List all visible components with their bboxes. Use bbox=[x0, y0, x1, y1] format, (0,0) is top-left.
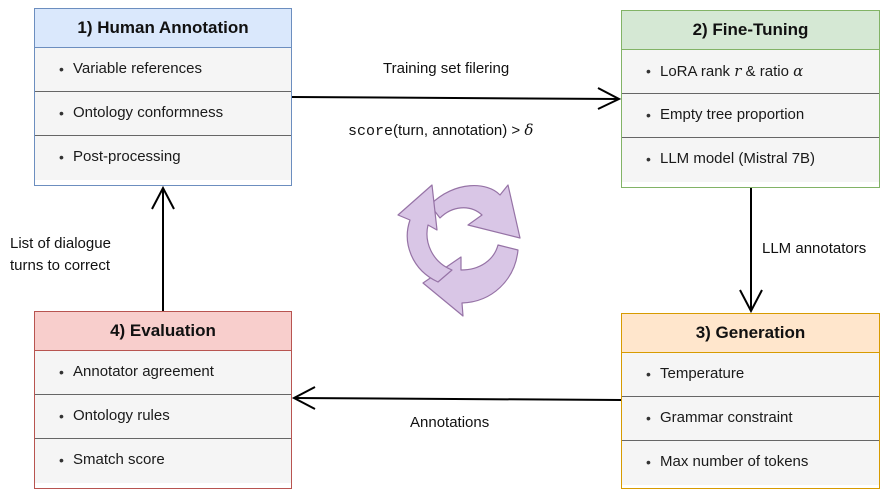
alpha-symbol: α bbox=[793, 62, 804, 80]
human-annotation-title: 1) Human Annotation bbox=[35, 9, 291, 48]
cycle-icon bbox=[397, 184, 521, 317]
arrow-finetuning-to-generation bbox=[739, 188, 763, 314]
list-item: Ontology rules bbox=[35, 395, 291, 439]
arrow-evaluation-to-annotation bbox=[151, 185, 175, 311]
list-item: LoRA rank r & ratio α bbox=[622, 50, 879, 94]
evaluation-title: 4) Evaluation bbox=[35, 312, 291, 351]
edge-label-llm-annotators: LLM annotators bbox=[762, 240, 867, 257]
rank-symbol: r bbox=[734, 62, 742, 80]
edge-label-line: List of dialogue bbox=[10, 235, 111, 252]
ratio-label: & ratio bbox=[741, 63, 794, 80]
list-item: Post-processing bbox=[35, 136, 291, 180]
fine-tuning-list: LoRA rank r & ratio α Empty tree proport… bbox=[622, 50, 879, 182]
edge-label-annotations: Annotations bbox=[410, 414, 490, 431]
delta-symbol: δ bbox=[524, 121, 534, 139]
human-annotation-box: 1) Human Annotation Variable references … bbox=[34, 8, 292, 186]
list-item: LLM model (Mistral 7B) bbox=[622, 138, 879, 182]
list-item: Max number of tokens bbox=[622, 441, 879, 485]
edge-label-line: turns to correct bbox=[10, 257, 111, 274]
generation-title: 3) Generation bbox=[622, 314, 879, 353]
list-item: Ontology conformness bbox=[35, 92, 291, 136]
evaluation-list: Annotator agreement Ontology rules Smatc… bbox=[35, 351, 291, 483]
score-function: score bbox=[348, 123, 394, 140]
edge-label-dialogue-turns: List of dialogue turns to correct bbox=[10, 233, 111, 277]
arrow-annotation-to-finetuning bbox=[291, 87, 622, 110]
score-args: (turn, annotation) > bbox=[393, 122, 525, 139]
list-item: Annotator agreement bbox=[35, 351, 291, 395]
generation-box: 3) Generation Temperature Grammar constr… bbox=[621, 313, 880, 489]
list-item: Empty tree proportion bbox=[622, 94, 879, 138]
evaluation-box: 4) Evaluation Annotator agreement Ontolo… bbox=[34, 311, 292, 489]
human-annotation-list: Variable references Ontology conformness… bbox=[35, 48, 291, 180]
fine-tuning-box: 2) Fine-Tuning LoRA rank r & ratio α Emp… bbox=[621, 10, 880, 188]
generation-list: Temperature Grammar constraint Max numbe… bbox=[622, 353, 879, 485]
edge-label-training-set: Training set filering bbox=[383, 60, 510, 77]
edge-label-score-filter: score(turn, annotation) > δ bbox=[348, 121, 533, 140]
arrow-generation-to-evaluation bbox=[291, 386, 622, 410]
lora-label: LoRA rank bbox=[660, 63, 735, 80]
list-item: Smatch score bbox=[35, 439, 291, 483]
